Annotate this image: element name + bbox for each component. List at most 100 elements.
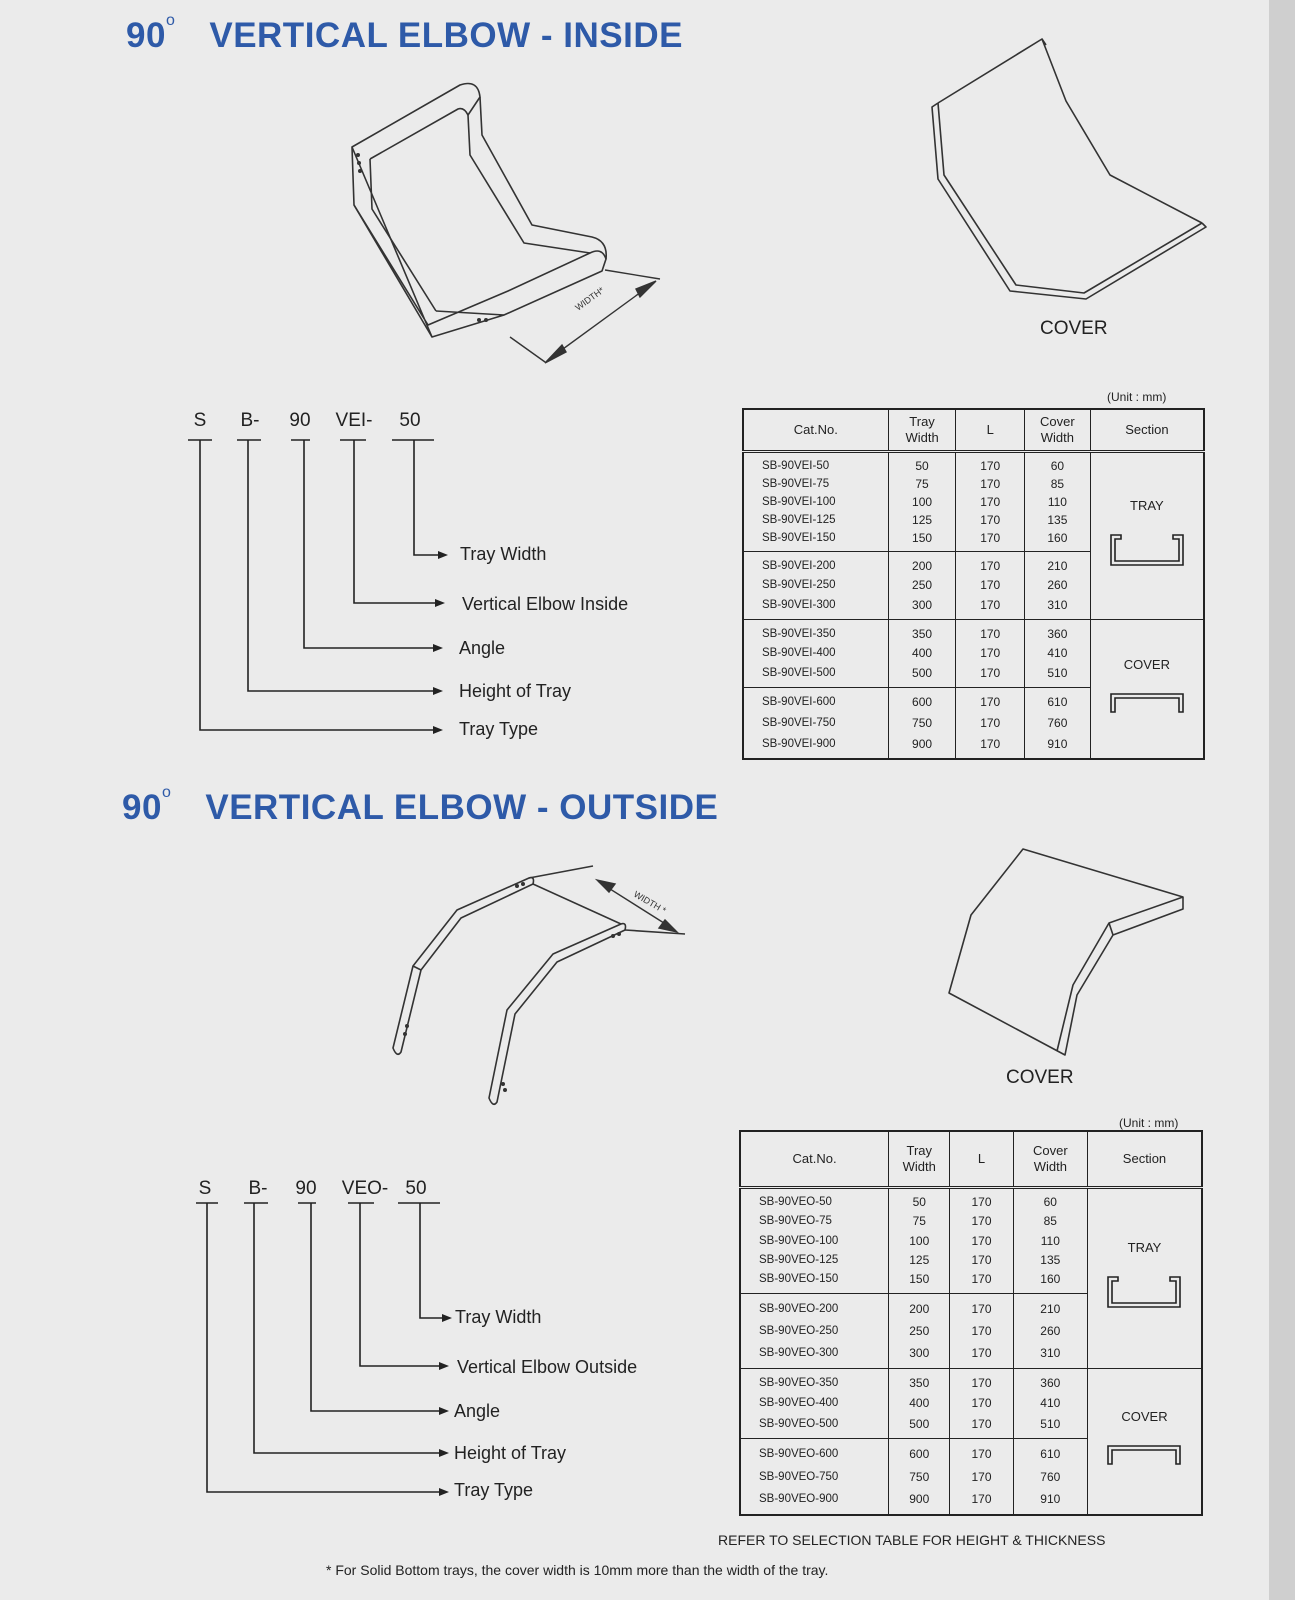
cover-width-value: 910 bbox=[1047, 736, 1068, 751]
cat-no: SB-90VEI-50 bbox=[762, 459, 830, 472]
cat-no: SB-90VEO-900 bbox=[759, 1492, 839, 1505]
cat-no: SB-90VEO-125 bbox=[759, 1254, 839, 1267]
inside-header-l: L bbox=[955, 408, 1025, 453]
outside-title-text: VERTICAL ELBOW - OUTSIDE bbox=[205, 788, 719, 827]
cover-width-value: 110 bbox=[1047, 494, 1067, 509]
tray-width-value: 200 bbox=[909, 1302, 930, 1317]
cover-width-value: 110 bbox=[1040, 1233, 1060, 1248]
l-value: 170 bbox=[971, 1491, 992, 1506]
tray-width-value: 250 bbox=[912, 578, 933, 593]
inside-code-leader-lines bbox=[188, 439, 448, 734]
outside-code-angle: 90 bbox=[295, 1178, 317, 1199]
l-value: 170 bbox=[971, 1416, 992, 1431]
cover-width-value: 910 bbox=[1040, 1491, 1061, 1506]
tray-width-value: 300 bbox=[909, 1345, 930, 1360]
cat-no: SB-90VEO-600 bbox=[759, 1448, 839, 1461]
outside-code-b: B- bbox=[248, 1178, 268, 1199]
tray-width-value: 300 bbox=[912, 598, 933, 613]
inside-section-tray: TRAY bbox=[1089, 451, 1205, 620]
cat-no: SB-90VEI-250 bbox=[762, 579, 836, 592]
outside-cover-drawing bbox=[948, 848, 1184, 1056]
cat-no: SB-90VEI-125 bbox=[762, 513, 836, 526]
cat-no: SB-90VEI-350 bbox=[762, 627, 836, 640]
cat-no: SB-90VEI-200 bbox=[762, 559, 836, 572]
cover-width-value: 410 bbox=[1040, 1396, 1061, 1411]
cat-no: SB-90VEO-500 bbox=[759, 1417, 839, 1430]
cover-channel-icon bbox=[1107, 1445, 1182, 1466]
l-value: 170 bbox=[971, 1253, 992, 1268]
l-value: 170 bbox=[971, 1396, 992, 1411]
l-value: 170 bbox=[971, 1272, 992, 1287]
tray-channel-icon bbox=[1110, 533, 1184, 566]
l-value: 170 bbox=[980, 476, 1001, 491]
cover-width-value: 760 bbox=[1047, 715, 1068, 730]
outside-header-cat: Cat.No. bbox=[739, 1130, 890, 1189]
l-value: 170 bbox=[980, 695, 1001, 709]
tray-width-value: 350 bbox=[909, 1375, 930, 1390]
cover-width-value: 60 bbox=[1043, 1195, 1057, 1210]
tray-width-value: 150 bbox=[912, 530, 933, 545]
inside-code-vei: VEI- bbox=[335, 410, 373, 431]
tray-width-value: 250 bbox=[909, 1323, 930, 1338]
cat-no: SB-90VEO-75 bbox=[759, 1215, 832, 1228]
outside-cover-label: COVER bbox=[1006, 1067, 1074, 1088]
tray-width-value: 50 bbox=[912, 1195, 926, 1210]
l-value: 170 bbox=[971, 1375, 992, 1390]
cover-width-value: 410 bbox=[1047, 646, 1068, 661]
tray-width-value: 75 bbox=[912, 1214, 926, 1229]
cover-width-value: 135 bbox=[1040, 1253, 1061, 1268]
inside-code-angle: 90 bbox=[289, 410, 311, 431]
tray-width-value: 100 bbox=[909, 1233, 930, 1248]
cover-width-value: 510 bbox=[1047, 665, 1068, 680]
cat-no: SB-90VEO-150 bbox=[759, 1273, 839, 1286]
l-value: 170 bbox=[980, 646, 1001, 661]
cover-width-value: 610 bbox=[1040, 1447, 1061, 1462]
tray-width-value: 900 bbox=[909, 1491, 930, 1506]
l-value: 170 bbox=[980, 626, 1001, 641]
outside-code-veo: VEO- bbox=[341, 1178, 389, 1199]
l-value: 170 bbox=[971, 1302, 992, 1317]
inside-legend-angle: Angle bbox=[459, 638, 506, 658]
cat-no: SB-90VEI-150 bbox=[762, 531, 836, 544]
l-value: 170 bbox=[971, 1233, 992, 1248]
tray-width-value: 750 bbox=[909, 1469, 930, 1484]
cat-no: SB-90VEI-750 bbox=[762, 716, 836, 729]
l-value: 170 bbox=[980, 665, 1001, 680]
l-value: 170 bbox=[971, 1214, 992, 1229]
tray-width-value: 125 bbox=[912, 512, 933, 527]
tray-width-value: 75 bbox=[915, 476, 929, 491]
inside-title-text: VERTICAL ELBOW - INSIDE bbox=[209, 16, 683, 55]
tray-width-value: 600 bbox=[909, 1447, 930, 1462]
section-tray-label: TRAY bbox=[1127, 1240, 1162, 1256]
outside-unit-note: (Unit : mm) bbox=[1119, 1116, 1179, 1130]
tray-width-value: 125 bbox=[909, 1253, 930, 1268]
outside-title-degree: o bbox=[161, 784, 172, 801]
cat-no: SB-90VEO-350 bbox=[759, 1376, 839, 1389]
cat-no: SB-90VEI-600 bbox=[762, 696, 836, 708]
outside-legend-elbow-type: Vertical Elbow Outside bbox=[457, 1357, 638, 1377]
page-edge bbox=[1269, 0, 1295, 1600]
tray-width-value: 200 bbox=[912, 558, 933, 573]
cover-width-value: 85 bbox=[1050, 476, 1065, 491]
inside-legend-height: Height of Tray bbox=[459, 681, 572, 701]
tray-width-value: 500 bbox=[912, 665, 933, 680]
l-value: 170 bbox=[980, 715, 1001, 730]
inside-section-cover: COVER bbox=[1089, 619, 1205, 759]
cat-no: SB-90VEO-200 bbox=[759, 1303, 839, 1316]
tray-width-value: 400 bbox=[912, 646, 933, 661]
l-value: 170 bbox=[980, 736, 1001, 751]
inside-title-degree: o bbox=[165, 12, 176, 29]
l-value: 170 bbox=[971, 1447, 992, 1462]
